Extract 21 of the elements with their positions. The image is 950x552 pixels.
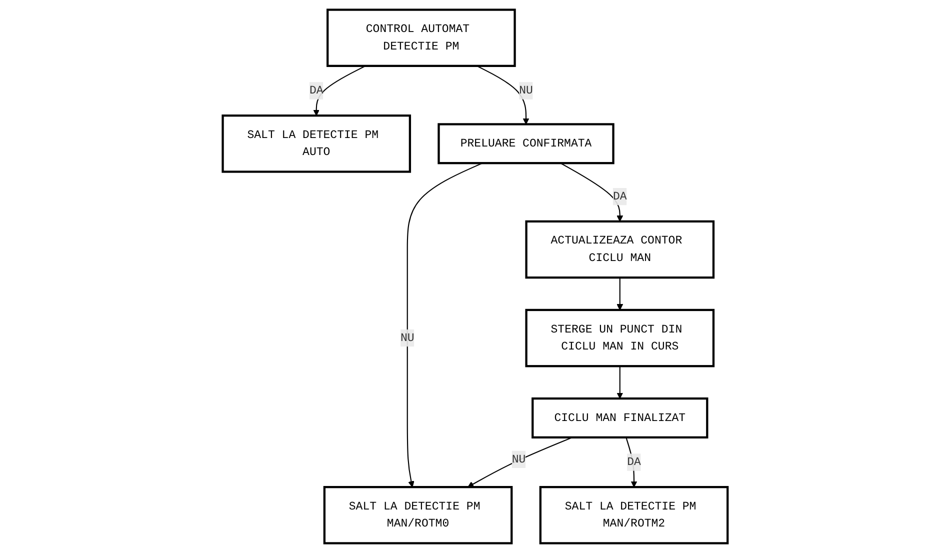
node-box: SALT LA DETECTIE PM MAN/ROTM2 [539, 486, 728, 544]
edge-label: DA [626, 455, 641, 468]
edge-label: NU [512, 452, 526, 466]
edge-label: DA [309, 84, 324, 97]
node-box: CONTROL AUTOMAT DETECTIE PM [326, 8, 516, 66]
arrow [476, 64, 529, 124]
arrow [616, 366, 623, 398]
node-box: STERGE UN PUNCT DIN CICLU MAN IN CURS [525, 308, 714, 367]
node-box: PRELUARE CONFIRMATA [437, 122, 614, 164]
node-box: SALT LA DETECTIE PM AUTO [222, 114, 411, 172]
arrow [467, 436, 572, 487]
arrow [616, 277, 623, 310]
arrow [560, 162, 623, 222]
node-box: CICLU MAN FINALIZAT [531, 396, 708, 438]
edge-label: DA [612, 190, 627, 203]
arrow [313, 64, 366, 116]
node-box: ACTUALIZEAZA CONTOR CICLU MAN [525, 220, 714, 278]
edge-label: NU [518, 84, 533, 97]
node-box: SALT LA DETECTIE PM MAN/ROTM0 [323, 486, 512, 544]
edge-label: NU [400, 331, 414, 344]
arrow [406, 162, 482, 487]
